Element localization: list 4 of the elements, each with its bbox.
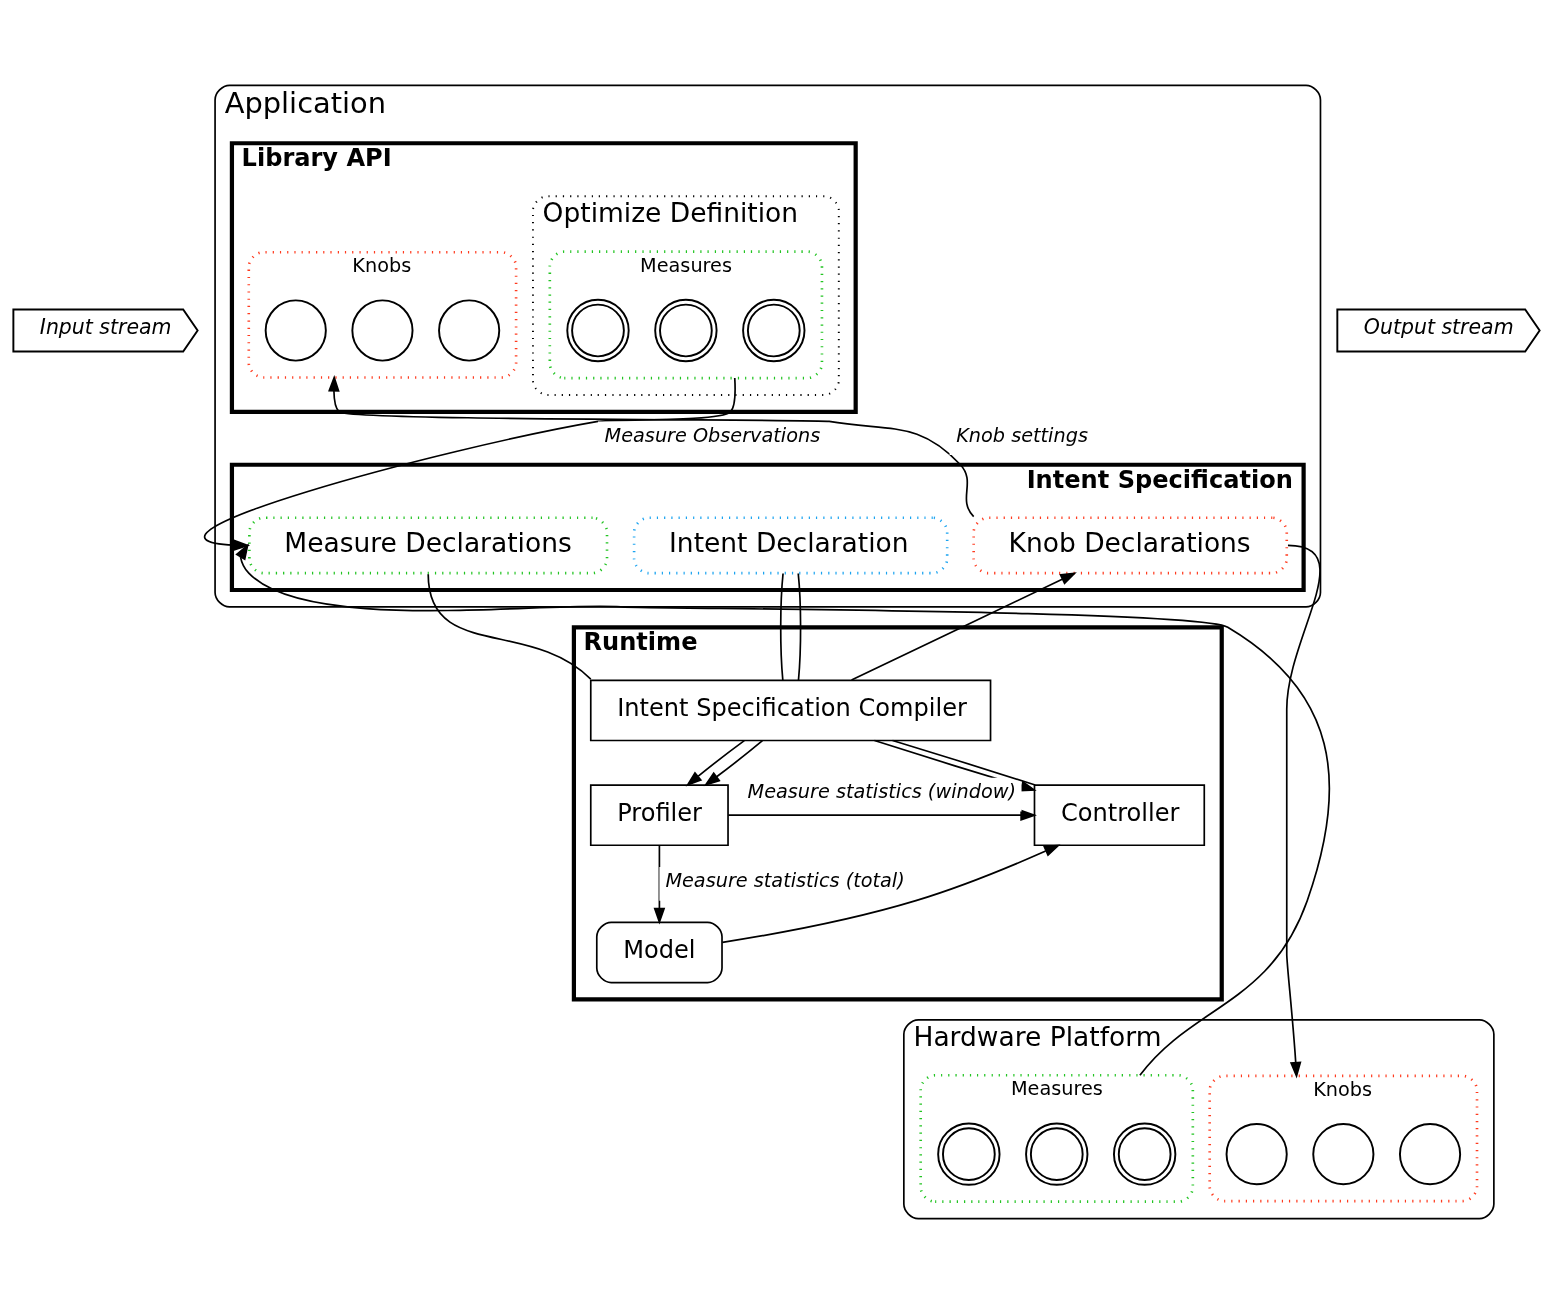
edge-label: Measure statistics (total) (665, 868, 905, 892)
edge-label: Measure Observations (604, 423, 821, 447)
edge-label: Knob settings (956, 423, 1088, 447)
edge-label: Measure statistics (window) (747, 779, 1016, 803)
